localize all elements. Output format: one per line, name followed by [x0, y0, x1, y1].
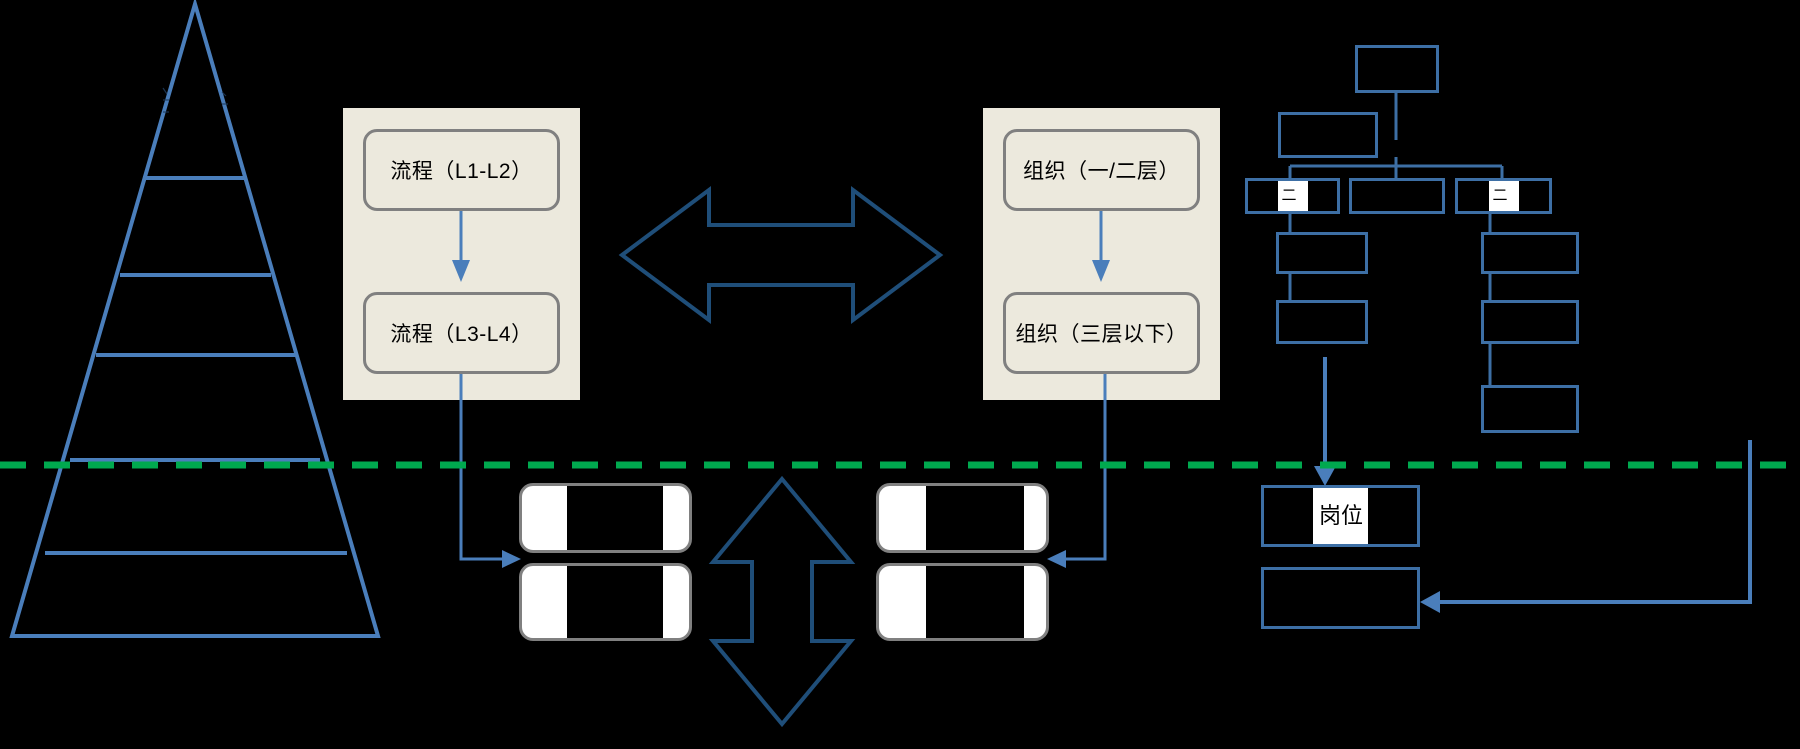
- process-activity-box-top[interactable]: [519, 483, 692, 553]
- org-node-team-c3[interactable]: [1481, 385, 1579, 433]
- org-box-level12[interactable]: 组织（一/二层）: [1003, 129, 1200, 211]
- text-clip-mask: [926, 566, 1024, 638]
- arrowhead-to-activity-stack: [502, 550, 521, 568]
- process-activity-box-bottom[interactable]: [519, 563, 692, 641]
- org-box-level3down[interactable]: 组织（三层以下）: [1003, 292, 1200, 374]
- org-node-role-position[interactable]: 岗位: [1261, 485, 1420, 547]
- text-clip-mask: [567, 486, 663, 550]
- org-node-second[interactable]: [1278, 112, 1378, 158]
- arrowhead-org-l12-to-l3: [1092, 260, 1110, 282]
- org-node-dept-c[interactable]: 二: [1455, 178, 1552, 214]
- arrowhead-to-role-box: [1314, 466, 1336, 486]
- text-clip-mask: [926, 486, 1024, 550]
- org-box-level12-label: 组织（一/二层）: [1023, 160, 1180, 183]
- org-node-dept-b[interactable]: [1349, 178, 1445, 214]
- process-box-l1l2[interactable]: 流程（L1-L2）: [363, 129, 560, 211]
- process-box-l1l2-label: 流程（L1-L2）: [390, 160, 533, 183]
- org-role-box-bottom[interactable]: [876, 563, 1049, 641]
- org-node-root[interactable]: [1355, 45, 1439, 93]
- org-role-box-top[interactable]: [876, 483, 1049, 553]
- org-box-level3down-label: 组织（三层以下）: [1015, 323, 1188, 346]
- org-node-role-bottom[interactable]: [1261, 567, 1420, 629]
- horizontal-double-arrow: [618, 186, 944, 324]
- org-node-team-c2[interactable]: [1481, 300, 1579, 344]
- org-node-role-position-label: 岗位: [1313, 488, 1368, 544]
- arrowhead-to-bottom-box: [1420, 591, 1440, 613]
- text-clip-mask: [567, 566, 663, 638]
- process-box-l3l4-label: 流程（L3-L4）: [390, 323, 533, 346]
- org-node-team-a2[interactable]: [1276, 300, 1368, 344]
- arrowhead-to-role-stack: [1047, 550, 1066, 568]
- vertical-double-arrow: [708, 475, 856, 728]
- org-node-team-c1[interactable]: [1481, 232, 1579, 274]
- org-node-dept-a[interactable]: 二: [1245, 178, 1340, 214]
- org-node-dept-c-label: 二: [1488, 181, 1519, 211]
- org-node-team-a1[interactable]: [1276, 232, 1368, 274]
- process-box-l3l4[interactable]: 流程（L3-L4）: [363, 292, 560, 374]
- arrowhead-process-l1-to-l3: [452, 260, 470, 282]
- org-node-dept-a-label: 二: [1277, 181, 1308, 211]
